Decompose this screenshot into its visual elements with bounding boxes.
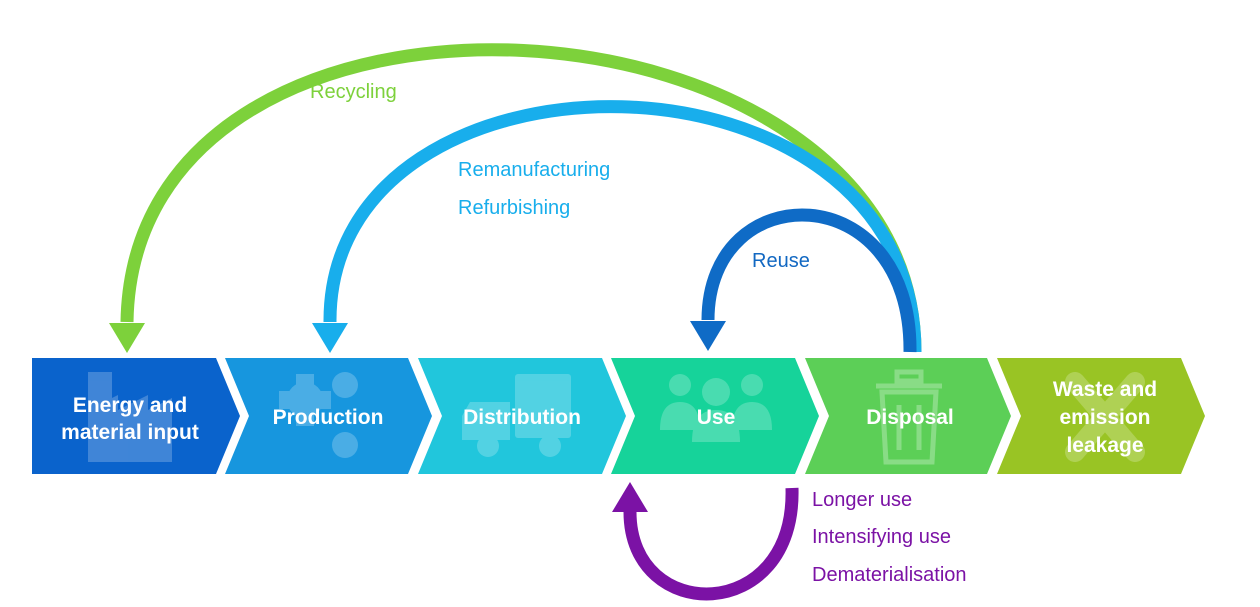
step-waste-leakage-label-2: emission — [1059, 406, 1150, 429]
step-energy-input: Energy and material input — [32, 358, 240, 474]
remanufacturing-label: Remanufacturing — [458, 159, 610, 181]
value-chain-steps: Energy and material input Production — [32, 358, 1205, 474]
reuse-arrow-path — [701, 208, 917, 353]
longer-use-loop — [612, 482, 799, 601]
step-production-label: Production — [273, 406, 384, 429]
longer-use-label: Longer use — [812, 489, 912, 511]
refurbishing-label: Refurbishing — [458, 197, 570, 219]
intensifying-use-label: Intensifying use — [812, 526, 951, 548]
reuse-label: Reuse — [752, 250, 810, 272]
recycling-label: Recycling — [310, 81, 397, 103]
step-use: Use — [611, 358, 819, 474]
step-disposal-shape — [805, 358, 1011, 474]
reuse-loop — [690, 208, 917, 353]
step-waste-leakage: Waste and emission leakage — [997, 358, 1205, 474]
remanufacturing-loop — [312, 100, 922, 353]
step-energy-input-label-2: material input — [61, 421, 199, 444]
gears-icon — [279, 372, 358, 458]
longer-use-arrowhead — [612, 482, 648, 512]
step-energy-input-label-1: Energy and — [73, 394, 187, 417]
remanufacturing-arrow-path — [323, 100, 922, 353]
step-use-shape — [611, 358, 819, 474]
step-waste-leakage-label-3: leakage — [1066, 434, 1143, 457]
step-waste-leakage-label-1: Waste and — [1053, 378, 1157, 401]
longer-use-arrow-path — [623, 487, 799, 601]
factory-icon — [88, 372, 172, 462]
step-distribution: Distribution — [418, 358, 626, 474]
remanufacturing-arrowhead — [312, 323, 348, 353]
trash-bin-icon — [876, 369, 942, 465]
step-production: Production — [225, 358, 432, 474]
x-mark-icon — [1065, 372, 1145, 462]
step-distribution-label: Distribution — [463, 406, 581, 429]
step-energy-input-shape — [32, 358, 240, 474]
recycling-arrowhead — [109, 323, 145, 353]
step-waste-leakage-shape — [997, 358, 1205, 474]
people-icon — [660, 374, 772, 442]
dematerialisation-label: Dematerialisation — [812, 564, 967, 586]
truck-icon — [462, 374, 571, 457]
step-disposal: Disposal — [805, 358, 1011, 474]
step-disposal-label: Disposal — [866, 406, 954, 429]
step-distribution-shape — [418, 358, 626, 474]
step-production-shape — [225, 358, 432, 474]
step-use-label: Use — [697, 406, 736, 429]
reuse-arrowhead — [690, 321, 726, 351]
